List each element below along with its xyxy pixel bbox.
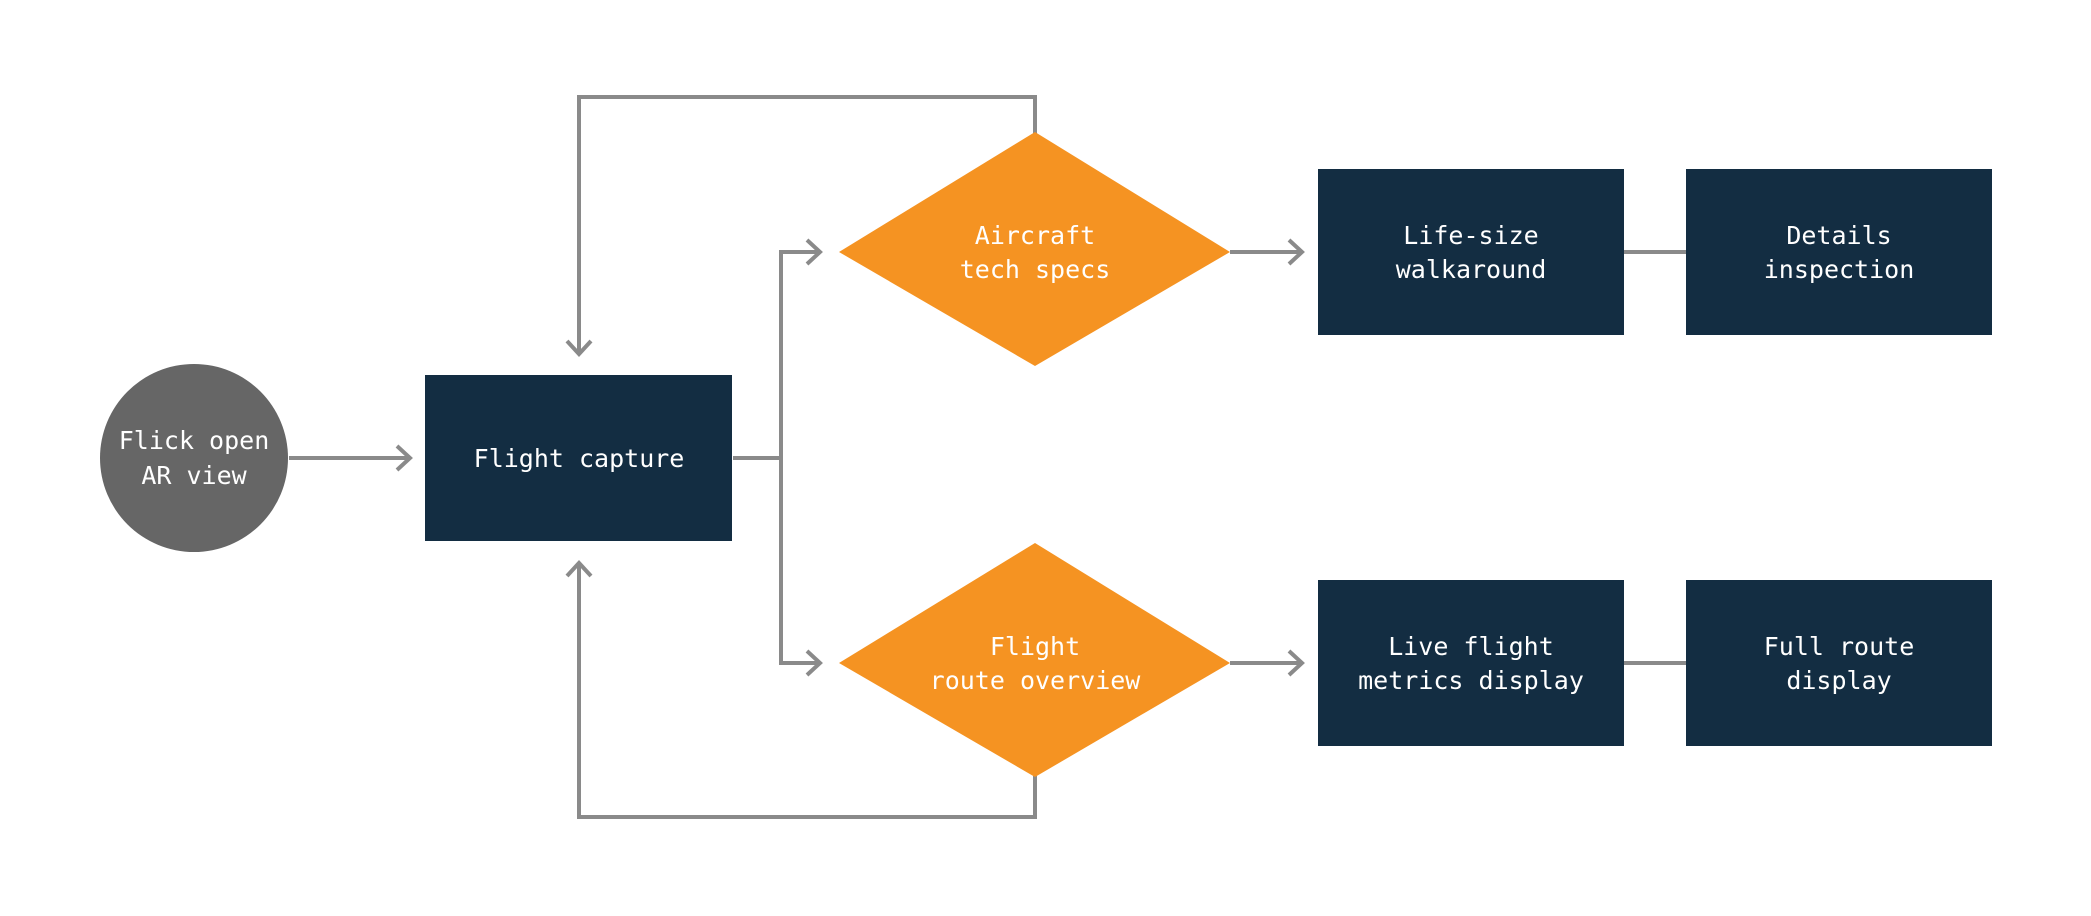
- arrowhead-right-icon: [805, 649, 823, 677]
- arrowhead-right-icon: [395, 444, 413, 472]
- flight-route-overview-node: Flight route overview: [839, 543, 1230, 777]
- flight-capture-node: Flight capture: [425, 375, 732, 541]
- flight-route-overview-shape: [839, 543, 1230, 777]
- flight-route-overview-label-line-1: Flight: [990, 632, 1080, 661]
- details-inspection-label-line-2: inspection: [1764, 255, 1915, 284]
- details-inspection-label-line-1: Details: [1786, 221, 1891, 250]
- flight-route-overview-label-line-2: route overview: [930, 666, 1142, 695]
- aircraft-tech-specs-label-line-2: tech specs: [960, 255, 1111, 284]
- start-node: Flick open AR view: [100, 364, 288, 552]
- arrowhead-right-icon: [1287, 649, 1305, 677]
- life-size-walkaround-shape: [1318, 169, 1624, 335]
- live-flight-metrics-label-line-1: Live flight: [1388, 632, 1554, 661]
- details-inspection-shape: [1686, 169, 1992, 335]
- start-node-label-line-2: AR view: [141, 461, 247, 490]
- connectors: [289, 95, 1687, 819]
- details-inspection-node: Details inspection: [1686, 169, 1992, 335]
- arrowhead-down-icon: [565, 339, 593, 357]
- life-size-walkaround-label-line-1: Life-size: [1403, 221, 1538, 250]
- edge-aircraft-tech-specs-loop-back: [577, 95, 1037, 352]
- start-node-label-line-1: Flick open: [119, 426, 270, 455]
- full-route-display-label-line-1: Full route: [1764, 632, 1915, 661]
- nodes: Flick open AR view Flight capture Aircra…: [100, 132, 1992, 777]
- aircraft-tech-specs-label-line-1: Aircraft: [975, 221, 1095, 250]
- live-flight-metrics-label-line-2: metrics display: [1358, 666, 1584, 695]
- edge-flight-route-overview-loop-back: [577, 565, 1037, 819]
- arrowhead-right-icon: [805, 238, 823, 266]
- flight-capture-shape: [425, 375, 732, 541]
- flight-capture-label: Flight capture: [474, 444, 685, 473]
- full-route-display-node: Full route display: [1686, 580, 1992, 746]
- start-node-shape: [100, 364, 288, 552]
- aircraft-tech-specs-shape: [839, 132, 1230, 366]
- life-size-walkaround-label-line-2: walkaround: [1396, 255, 1547, 284]
- live-flight-metrics-shape: [1318, 580, 1624, 746]
- full-route-display-shape: [1686, 580, 1992, 746]
- full-route-display-label-line-2: display: [1786, 666, 1891, 695]
- arrowhead-right-icon: [1287, 238, 1305, 266]
- live-flight-metrics-node: Live flight metrics display: [1318, 580, 1624, 746]
- life-size-walkaround-node: Life-size walkaround: [1318, 169, 1624, 335]
- arrowhead-up-icon: [565, 560, 593, 578]
- aircraft-tech-specs-node: Aircraft tech specs: [839, 132, 1230, 366]
